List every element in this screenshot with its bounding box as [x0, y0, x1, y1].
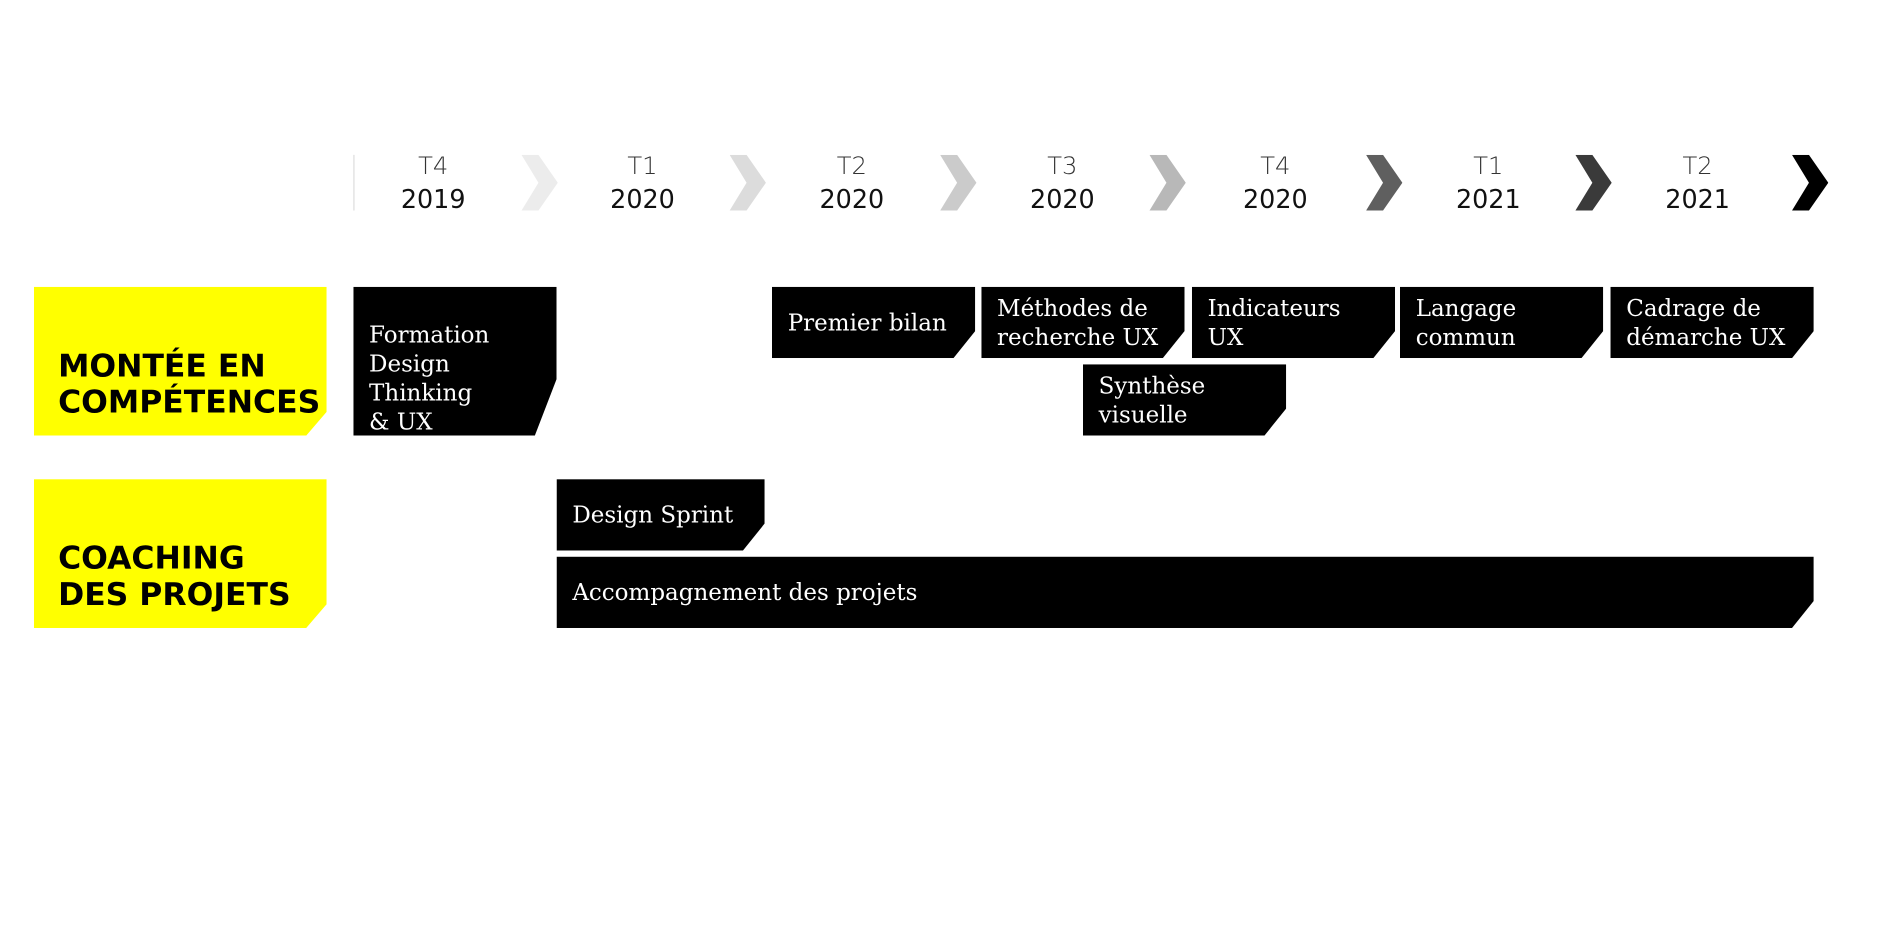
chevron-right-icon — [1366, 154, 1403, 211]
chevron-shape — [1792, 154, 1829, 211]
activity-methodes-de-recherche-ux: Méthodes de recherche UX — [981, 287, 1184, 358]
chevron-shape — [729, 154, 766, 211]
period-t2-2020: T2 2020 — [791, 150, 912, 218]
period-year: 2019 — [400, 185, 466, 215]
chevron-shape — [940, 154, 977, 211]
period-year: 2020 — [1030, 185, 1095, 215]
row-label-text: MONTÉE EN COMPÉTENCES — [58, 348, 321, 422]
period-quarter: T1 — [627, 151, 658, 181]
period-quarter: T4 — [418, 151, 449, 181]
timeline-start-line — [353, 154, 355, 211]
period-t4-2020: T4 2020 — [1215, 150, 1336, 218]
period-t2-2021: T2 2021 — [1637, 150, 1758, 218]
activity-synthese-visuelle: Synthèse visuelle — [1083, 364, 1286, 435]
row-label-text: COACHING DES PROJETS — [58, 540, 291, 614]
period-year: 2021 — [1455, 185, 1521, 215]
activity-formation-design-thinking: Formation Design Thinking & UX — [353, 287, 556, 436]
activity-langage-commun: Langage commun — [1400, 287, 1603, 358]
period-year: 2020 — [610, 185, 675, 215]
period-t1-2020: T1 2020 — [582, 150, 703, 218]
activity-premier-bilan: Premier bilan — [772, 287, 975, 358]
chevron-right-icon — [729, 154, 766, 211]
activity-design-sprint: Design Sprint — [557, 479, 765, 550]
chevron-right-icon — [521, 154, 558, 211]
activity-accompagnement-des-projets: Accompagnement des projets — [557, 557, 1814, 628]
period-year: 2020 — [819, 185, 885, 215]
chevron-right-icon — [1792, 154, 1829, 211]
period-quarter: T1 — [1473, 151, 1504, 181]
period-t1-2021: T1 2021 — [1428, 150, 1549, 218]
activity-indicateurs-ux: Indicateurs UX — [1192, 287, 1395, 358]
period-quarter: T2 — [1682, 151, 1713, 181]
period-t3-2020: T3 2020 — [1002, 150, 1123, 218]
chevron-shape — [1366, 154, 1403, 211]
chevron-right-icon — [1149, 154, 1186, 211]
period-year: 2020 — [1242, 185, 1308, 215]
period-quarter: T3 — [1047, 151, 1078, 181]
activity-cadrage-de-demarche-ux: Cadrage de démarche UX — [1611, 287, 1814, 358]
chevron-shape — [1149, 154, 1186, 211]
period-quarter: T4 — [1260, 151, 1291, 181]
chevron-right-icon — [1575, 154, 1612, 211]
chevron-shape — [521, 154, 558, 211]
period-t4-2019: T4 2019 — [373, 150, 494, 218]
chevron-right-icon — [940, 154, 977, 211]
row-label-montee-en-competences: MONTÉE EN COMPÉTENCES — [33, 286, 327, 436]
row-label-coaching-des-projets: COACHING DES PROJETS — [33, 479, 327, 628]
chevron-shape — [1575, 154, 1612, 211]
period-year: 2021 — [1665, 185, 1730, 215]
period-quarter: T2 — [836, 151, 867, 181]
